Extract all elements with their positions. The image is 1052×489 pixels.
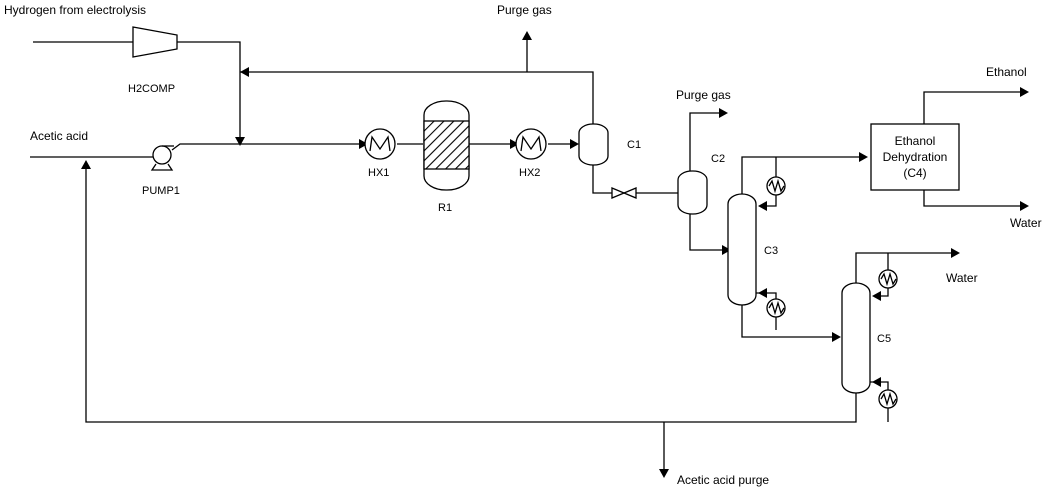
unit-label-c3: C3 — [764, 245, 778, 257]
label-water-out-top: Water — [1010, 216, 1042, 230]
flow-arrows — [81, 31, 1029, 478]
label-hydrogen-feed: Hydrogen from electrolysis — [4, 3, 146, 17]
unit-label-h2comp: H2COMP — [128, 83, 175, 95]
reboiler-c5 — [878, 389, 898, 409]
label-acetic-acid-purge: Acetic acid purge — [677, 473, 769, 487]
distillation-column-c3 — [727, 193, 757, 306]
distillation-column-c5 — [841, 282, 871, 394]
unit-label-c4-line1: Ethanol — [895, 134, 936, 148]
unit-label-r1: R1 — [438, 202, 452, 214]
label-purge-gas-c2: Purge gas — [676, 88, 731, 102]
flash-drum-c2 — [677, 170, 708, 215]
label-water-out-c5: Water — [946, 271, 978, 285]
unit-label-pump1: PUMP1 — [142, 185, 180, 197]
heat-exchanger-hx1 — [364, 128, 396, 160]
unit-label-c5: C5 — [877, 333, 891, 345]
ethanol-dehydration-c4 — [870, 123, 960, 191]
label-purge-gas-top: Purge gas — [497, 3, 552, 17]
label-ethanol-out: Ethanol — [986, 65, 1027, 79]
heat-exchanger-hx2 — [515, 128, 547, 160]
label-acetic-acid-feed: Acetic acid — [30, 129, 88, 143]
reactor-r1 — [423, 100, 470, 191]
condenser-c3 — [766, 176, 786, 196]
unit-label-c4-line2: Dehydration — [883, 150, 948, 164]
flash-drum-c1 — [578, 123, 609, 166]
pump-pump1 — [150, 145, 174, 171]
valve — [611, 187, 637, 199]
unit-label-c2: C2 — [711, 153, 725, 165]
unit-label-c1: C1 — [627, 139, 641, 151]
condenser-c5 — [878, 269, 898, 289]
reboiler-c3 — [766, 298, 786, 318]
compressor-h2comp — [132, 26, 178, 58]
unit-label-hx2: HX2 — [519, 167, 540, 179]
unit-label-c4-line3: (C4) — [903, 166, 926, 180]
stream-lines — [30, 38, 1022, 470]
unit-label-hx1: HX1 — [368, 167, 389, 179]
